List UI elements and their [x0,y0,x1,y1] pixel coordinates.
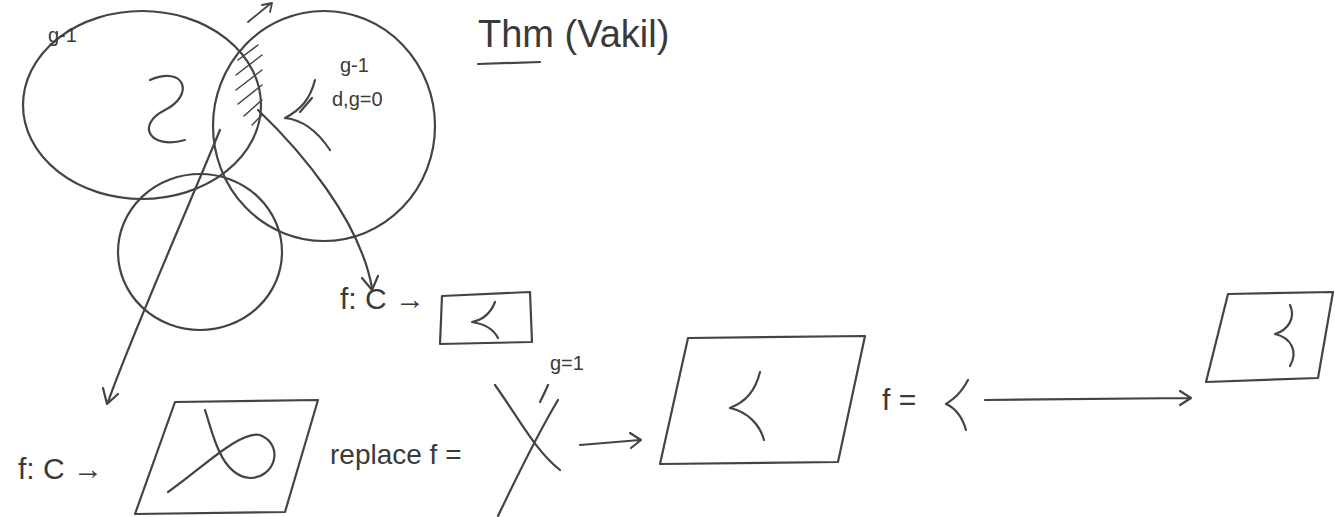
genus-label: d,g=0 [332,88,383,110]
target-plane [135,400,318,514]
region-circle: g-1 d,g=0 [212,10,436,242]
handwritten-note: replace f = [330,440,462,471]
map-arrow [580,433,641,448]
genus-label: g-1 [340,54,369,76]
region-circle: g-1 [22,10,262,200]
circle-outline [23,11,261,199]
star-mark [248,3,272,22]
curve-tail [540,385,548,402]
target-plane [1206,292,1333,382]
curve-sketch [149,76,185,142]
nodal-curve [168,410,274,492]
arrow-head [103,388,118,404]
cusp-sketch [1275,305,1294,366]
handwritten-note: f: C → [18,452,103,485]
handwritten-note: g=1 [550,352,584,374]
region-circle [118,174,282,330]
map-arrow [985,391,1191,405]
title-underline [478,62,540,64]
handwritten-note: f: C → [340,282,425,315]
circle-outline [213,11,435,241]
cusp-sketch [285,80,330,150]
target-box [440,292,532,344]
cusp-sketch [472,302,498,338]
handwritten-note: f = [882,383,916,416]
genus-label: g-1 [48,24,77,46]
nodal-curve [495,385,560,516]
cusp-sketch [946,380,968,430]
target-plane [660,336,865,464]
pointer-arrow [258,110,372,288]
cusp-sketch [730,372,764,440]
theorem-title: Thm (Vakil) [478,14,669,56]
circle-outline [212,10,436,242]
pointer-arrow [108,130,220,402]
